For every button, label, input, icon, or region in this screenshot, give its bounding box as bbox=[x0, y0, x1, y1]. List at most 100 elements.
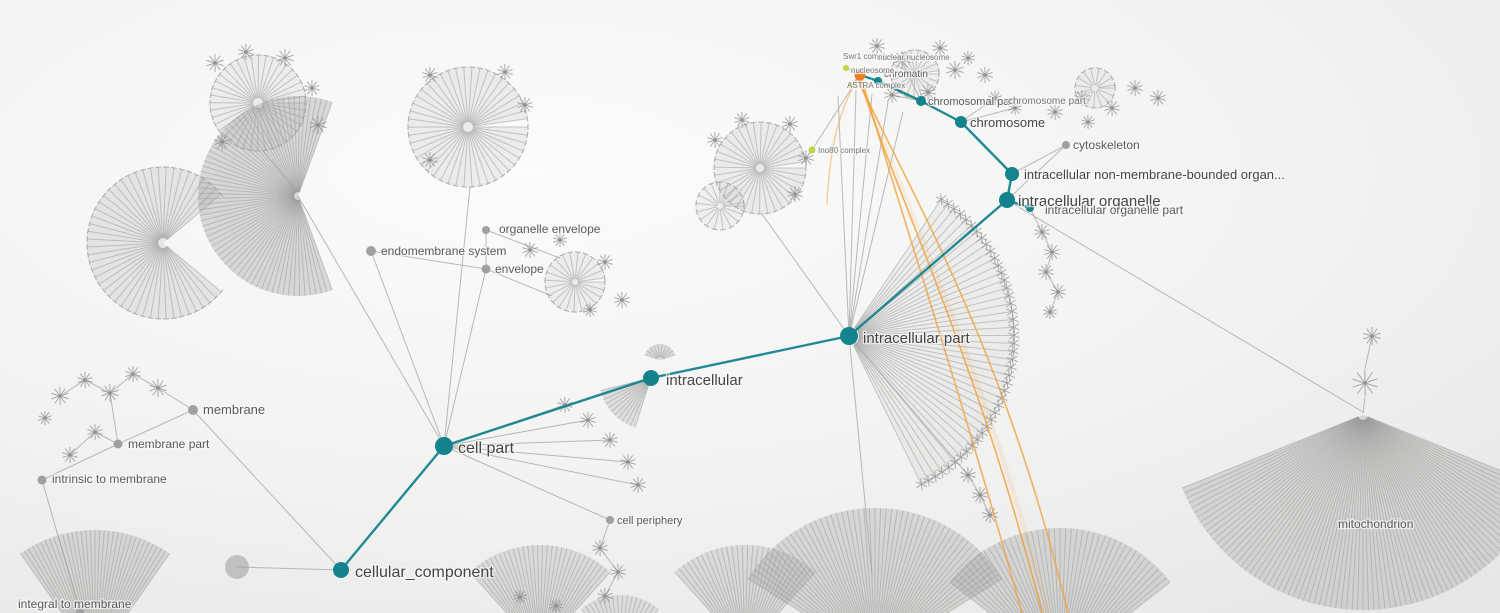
leaf-node-center bbox=[966, 56, 970, 60]
node-intracellular-organelle-part[interactable] bbox=[1026, 204, 1034, 212]
fan-cluster bbox=[1074, 67, 1116, 109]
node-intrinsic-to-membrane[interactable] bbox=[37, 475, 47, 485]
leaf-node-cluster bbox=[1034, 223, 1050, 241]
node-envelope[interactable] bbox=[481, 264, 491, 274]
node-endomembrane-system[interactable] bbox=[366, 246, 376, 256]
node-integral-to-membrane[interactable] bbox=[76, 608, 84, 613]
node-cytoskeleton[interactable] bbox=[1062, 141, 1070, 149]
leaf-node-cluster bbox=[1363, 326, 1381, 346]
leaf-node-center bbox=[926, 90, 930, 94]
collapsed-cluster[interactable] bbox=[225, 555, 249, 579]
fan-layer bbox=[20, 49, 1500, 613]
graph-edge bbox=[59, 379, 86, 397]
fan-cluster bbox=[581, 595, 659, 613]
graph-edge bbox=[1006, 144, 1067, 201]
leaf-node-cluster bbox=[961, 50, 975, 66]
highlight-path-orange bbox=[826, 77, 859, 206]
node-cellular-component[interactable] bbox=[333, 562, 349, 578]
fan-tip-star bbox=[998, 274, 1011, 287]
leaf-node-center bbox=[528, 248, 532, 252]
node-label: intrinsic to membrane bbox=[52, 472, 167, 486]
highlight-edge-teal bbox=[650, 334, 850, 380]
node-cell-periphery[interactable] bbox=[606, 516, 614, 524]
node-chromatin[interactable] bbox=[874, 77, 882, 85]
node-astra-complex[interactable] bbox=[848, 82, 854, 88]
node-intracellular-non-membrane-bounded-organelle[interactable] bbox=[1005, 167, 1019, 181]
leaf-node-cluster bbox=[1150, 89, 1166, 107]
leaf-node-center bbox=[620, 298, 624, 302]
leaf-node-cluster bbox=[1074, 89, 1090, 107]
leaf-node-cluster bbox=[1127, 79, 1143, 97]
fan-tip-star bbox=[1001, 281, 1013, 294]
fan-tip-star bbox=[936, 466, 948, 479]
graph-edge bbox=[1029, 207, 1043, 233]
graph-edge bbox=[69, 431, 96, 456]
graph-edge bbox=[1045, 251, 1053, 273]
node-ino80-complex[interactable] bbox=[808, 146, 816, 154]
leaf-node-cluster bbox=[869, 37, 885, 55]
fan-cluster bbox=[949, 528, 1171, 613]
leaf-node-center bbox=[58, 394, 62, 398]
plain-circle-layer bbox=[225, 555, 249, 579]
leaf-node-cluster bbox=[787, 185, 803, 203]
fan-tip-star bbox=[1005, 361, 1017, 374]
leaf-node-cluster bbox=[206, 53, 224, 73]
node-label: chromatin bbox=[884, 69, 928, 80]
fan-tip-star bbox=[992, 399, 1005, 412]
leaf-node-cluster bbox=[304, 79, 320, 97]
fan-cluster bbox=[695, 181, 745, 231]
fan-cluster bbox=[713, 121, 807, 215]
leaf-node-cluster bbox=[149, 378, 167, 398]
leaf-node-cluster bbox=[610, 563, 626, 581]
graph-edge bbox=[1041, 231, 1053, 253]
node-intracellular-part[interactable] bbox=[840, 327, 858, 345]
node-intracellular-organelle[interactable] bbox=[999, 192, 1015, 208]
node-swr1-complex[interactable] bbox=[843, 65, 849, 71]
node-membrane[interactable] bbox=[188, 405, 198, 415]
node-nucleosome[interactable] bbox=[854, 69, 866, 81]
graph-edge bbox=[370, 250, 487, 270]
leaf-node-center bbox=[558, 238, 562, 242]
leaf-node-cluster bbox=[309, 115, 327, 135]
highlight-edge-teal bbox=[443, 376, 652, 448]
leaf-node-center bbox=[1044, 270, 1048, 274]
graph-edge bbox=[132, 373, 159, 389]
graph-edge bbox=[297, 195, 445, 447]
node-cell-part[interactable] bbox=[435, 437, 453, 455]
node-intracellular[interactable] bbox=[643, 370, 659, 386]
leaf-node-center bbox=[283, 56, 287, 60]
leaf-node-center bbox=[740, 118, 744, 122]
graph-edge bbox=[261, 149, 297, 191]
leaf-node-center bbox=[978, 493, 982, 497]
leaf-node-cluster bbox=[238, 43, 254, 61]
graph-edge bbox=[157, 387, 194, 411]
graph-edge bbox=[41, 479, 81, 613]
graph-edge bbox=[443, 445, 639, 486]
node-label: intracellular organelle bbox=[1018, 193, 1161, 210]
node-chromosome[interactable] bbox=[955, 116, 967, 128]
node-label: cellular_component bbox=[355, 564, 494, 581]
node-label: integral to membrane bbox=[18, 597, 132, 611]
fan-tip-star bbox=[971, 225, 983, 238]
leaf-node-center bbox=[953, 68, 957, 72]
node-organelle-envelope[interactable] bbox=[482, 226, 490, 234]
leaf-node-cluster bbox=[893, 50, 911, 70]
leaf-node-center bbox=[93, 430, 97, 434]
leaf-node-cluster bbox=[884, 86, 900, 104]
leaf-node-center bbox=[554, 604, 558, 608]
node-chromosomal-part[interactable] bbox=[916, 96, 926, 106]
node-label: cytoskeleton bbox=[1073, 138, 1140, 152]
node-label: envelope bbox=[495, 262, 544, 276]
graph-edge bbox=[443, 268, 487, 447]
leaf-node-center bbox=[1110, 106, 1114, 110]
graph-edge bbox=[443, 445, 629, 463]
leaf-node-center bbox=[220, 140, 224, 144]
graph-edge bbox=[1006, 199, 1364, 413]
graph-edge bbox=[443, 439, 611, 447]
node-membrane-part[interactable] bbox=[113, 439, 123, 449]
leaf-node-center bbox=[503, 70, 507, 74]
leaf-node-center bbox=[1370, 334, 1374, 338]
